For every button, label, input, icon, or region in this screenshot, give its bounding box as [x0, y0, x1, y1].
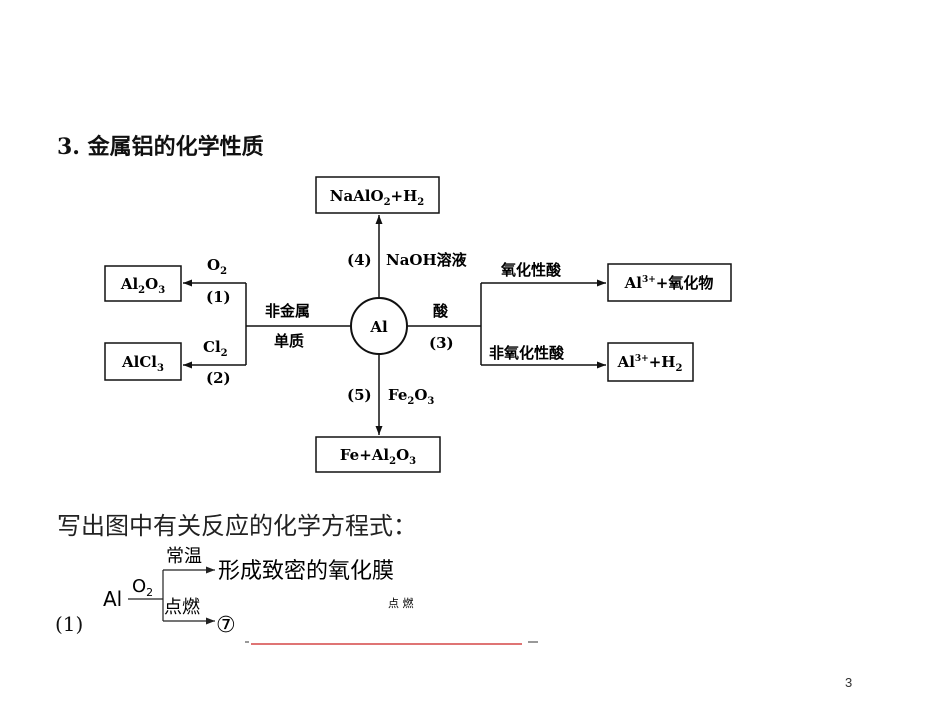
alcl3-box	[104, 342, 182, 381]
al2o3-box	[104, 265, 182, 302]
step1-number: (1)	[206, 288, 231, 306]
up-reagent: NaOH溶液	[386, 251, 468, 269]
al3-oxide-label: Al3++氧化物	[624, 274, 714, 292]
step3-number: (3)	[429, 334, 454, 352]
o2-reagent: O2	[207, 256, 227, 277]
down-number: (5)	[347, 386, 372, 404]
step2-number: (2)	[206, 369, 231, 387]
bottom-product-label: Fe+Al2O3	[340, 446, 416, 467]
bottom-product-box	[315, 436, 441, 473]
small-ignite-note: 点 燃	[388, 596, 414, 610]
aluminum-reaction-diagram: Al NaAlO2+H2 (4) NaOH溶液 Fe+Al2O3 (5) Fe2…	[103, 175, 733, 473]
oxidizing-acid-label: 氧化性酸	[500, 261, 562, 279]
nonoxidizing-acid-label: 非氧化性酸	[489, 344, 565, 362]
top-product-label: NaAlO2+H2	[330, 187, 425, 208]
cl2-reagent: Cl2	[203, 338, 228, 359]
cond-ignite: 点燃	[164, 597, 200, 618]
oxide-film-text: 形成致密的氧化膜	[218, 559, 394, 584]
circled-number-marker: ⑦	[216, 613, 236, 638]
section-heading: 3. 金属铝的化学性质	[57, 134, 264, 160]
al3-h2-label: Al3++H2	[617, 353, 683, 374]
al3-oxide-box	[607, 263, 732, 302]
cond-normal-temp: 常温	[166, 546, 202, 567]
down-reagent: Fe2O3	[388, 386, 434, 407]
question-number: (1)	[55, 612, 84, 636]
reactant-al: Al	[103, 587, 122, 611]
page-number: 3	[845, 675, 853, 690]
al3-h2-box	[607, 342, 694, 382]
top-product-box	[315, 176, 440, 214]
nonmetal-label-line2: 单质	[274, 332, 304, 350]
alcl3-label: AlCl3	[121, 353, 164, 374]
acid-label: 酸	[433, 302, 449, 320]
prompt-text: 写出图中有关反应的化学方程式：	[57, 512, 417, 540]
nonmetal-label-line1: 非金属	[265, 302, 310, 320]
equation-image: Al O2 常温 点燃 形成致密的氧化膜 ⑦ 点 燃	[88, 538, 553, 654]
al2o3-label: Al2O3	[120, 275, 165, 296]
up-number: (4)	[347, 251, 372, 269]
o2-reagent-eq: O2	[132, 576, 153, 599]
center-label: Al	[369, 318, 388, 336]
